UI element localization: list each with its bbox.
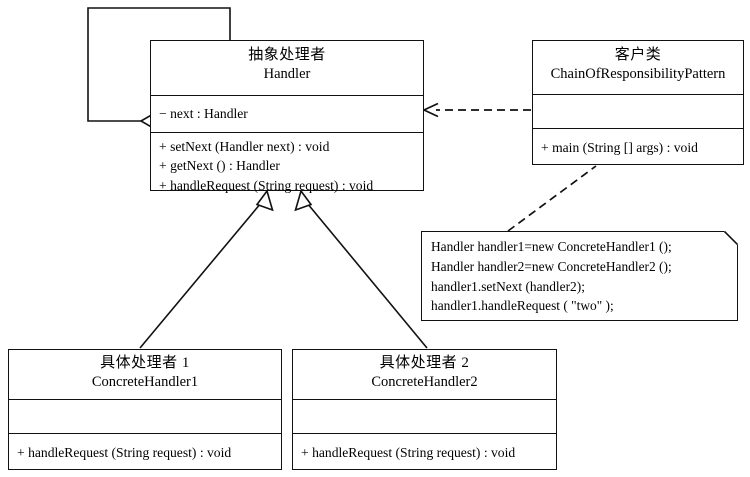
operation-row: + main (String [] args) : void xyxy=(541,139,698,155)
operations-compartment-handler: + setNext (Handler next) : void + getNex… xyxy=(151,132,423,193)
client-dependency-edge xyxy=(421,102,531,118)
class-name-cn: 抽象处理者 xyxy=(248,47,326,63)
attributes-compartment-concrete1 xyxy=(9,399,281,433)
class-box-concrete-handler-1[interactable]: 具体处理者 1 ConcreteHandler1 + handleRequest… xyxy=(8,349,282,470)
note-line: handler1.handleRequest ( "two" ); xyxy=(431,298,614,314)
class-name-cn: 具体处理者 1 xyxy=(100,355,190,371)
class-name-en: Handler xyxy=(263,65,311,82)
operations-compartment-concrete2: + handleRequest (String request) : void xyxy=(293,433,556,471)
operation-row: + handleRequest (String request) : void xyxy=(159,177,374,193)
class-box-handler[interactable]: 抽象处理者 Handler − next : Handler + setNext… xyxy=(150,40,424,193)
operation-row: + handleRequest (String request) : void xyxy=(301,444,516,460)
attributes-compartment-handler: − next : Handler xyxy=(151,95,423,132)
class-name-compartment-concrete1: 具体处理者 1 ConcreteHandler1 xyxy=(9,350,281,399)
note-link-edge xyxy=(507,165,597,232)
note-line: Handler handler1=new ConcreteHandler1 ()… xyxy=(431,239,672,254)
class-box-concrete-handler-2[interactable]: 具体处理者 2 ConcreteHandler2 + handleRequest… xyxy=(292,349,557,470)
class-name-compartment-concrete2: 具体处理者 2 ConcreteHandler2 xyxy=(293,350,556,399)
operation-row: + handleRequest (String request) : void xyxy=(17,444,232,460)
operation-row: + getNext () : Handler xyxy=(159,158,280,174)
open-arrow-marker xyxy=(421,102,439,118)
generalization-edge-concrete2 xyxy=(294,189,428,349)
class-name-en: ChainOfResponsibilityPattern xyxy=(550,65,726,82)
note-text: Handler handler1=new ConcreteHandler1 ()… xyxy=(421,231,738,322)
operations-compartment-concrete1: + handleRequest (String request) : void xyxy=(9,433,281,471)
note-line: Handler handler2=new ConcreteHandler2 ()… xyxy=(431,258,672,274)
operation-row: + setNext (Handler next) : void xyxy=(159,139,330,154)
class-name-en: ConcreteHandler1 xyxy=(91,373,199,390)
class-name-cn: 客户类 xyxy=(614,47,662,63)
generalization-edge-concrete1 xyxy=(139,189,274,349)
class-name-compartment-handler: 抽象处理者 Handler xyxy=(151,41,423,95)
note-folded-corner-icon xyxy=(724,231,738,245)
class-box-client[interactable]: 客户类 ChainOfResponsibilityPattern + main … xyxy=(532,40,744,165)
attributes-compartment-client xyxy=(533,94,743,128)
class-name-cn: 具体处理者 2 xyxy=(379,355,470,371)
class-name-en: ConcreteHandler2 xyxy=(371,373,478,390)
operations-compartment-client: + main (String [] args) : void xyxy=(533,128,743,166)
attribute-row: − next : Handler xyxy=(159,106,248,122)
attributes-compartment-concrete2 xyxy=(293,399,556,433)
note-body xyxy=(421,231,738,321)
code-note-box[interactable]: Handler handler1=new ConcreteHandler1 ()… xyxy=(421,231,738,321)
class-name-compartment-client: 客户类 ChainOfResponsibilityPattern xyxy=(533,41,743,94)
note-line: handler1.setNext (handler2); xyxy=(431,278,585,294)
